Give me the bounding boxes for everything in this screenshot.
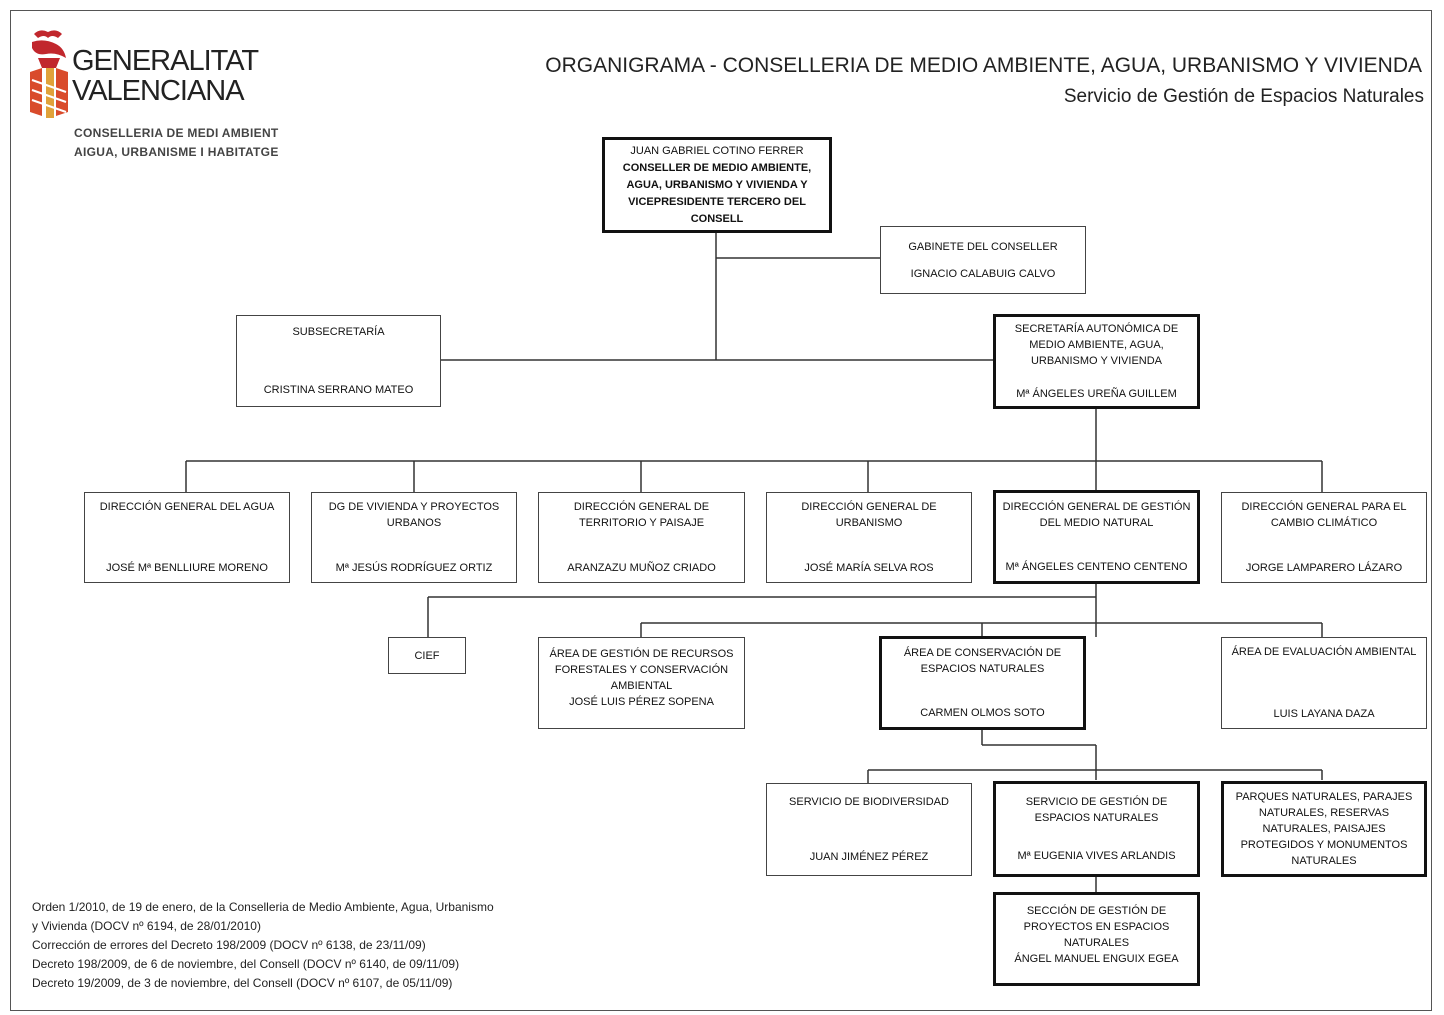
node-role: ÁREA DE GESTIÓN DE RECURSOS FORESTALES Y… [549,648,734,692]
node-role: PARQUES NATURALES, PARAJES NATURALES, RE… [1235,791,1413,867]
node-area-evaluacion: ÁREA DE EVALUACIÓN AMBIENTAL LUIS LAYANA… [1221,637,1427,729]
node-role: SERVICIO DE BIODIVERSIDAD [789,796,949,808]
node-role: CIEF [414,649,440,662]
node-servicio-espacios-naturales: SERVICIO DE GESTIÓN DE ESPACIOS NATURALE… [993,781,1200,877]
node-role: DIRECCIÓN GENERAL DE TERRITORIO Y PAISAJ… [573,501,710,529]
node-role: DG DE VIVIENDA Y PROYECTOS URBANOS [328,501,500,529]
node-dg-urbanismo: DIRECCIÓN GENERAL DE URBANISMO JOSÉ MARÍ… [766,492,972,583]
node-seccion-proyectos: SECCIÓN DE GESTIÓN DE PROYECTOS EN ESPAC… [993,892,1200,986]
node-name: Mª ÁNGELES CENTENO CENTENO [1005,561,1188,573]
node-dg-territorio: DIRECCIÓN GENERAL DE TERRITORIO Y PAISAJ… [538,492,745,583]
node-name: ÁNGEL MANUEL ENGUIX EGEA [1014,953,1179,965]
node-name: JORGE LAMPARERO LÁZARO [1245,562,1403,574]
node-role: ÁREA DE EVALUACIÓN AMBIENTAL [1231,646,1417,658]
node-name: JUAN JIMÉNEZ PÉREZ [809,851,929,863]
reference-line: Corrección de errores del Decreto 198/20… [32,938,426,952]
logo-wordmark: VALENCIANA [72,75,245,107]
node-role: GABINETE DEL CONSELLER [908,240,1058,253]
node-role: DIRECCIÓN GENERAL DE URBANISMO [801,501,937,529]
node-subsecretaria: SUBSECRETARÍA CRISTINA SERRANO MATEO [236,315,441,407]
node-name: ARANZAZU MUÑOZ CRIADO [567,562,716,574]
node-role: DIRECCIÓN GENERAL DE GESTIÓN DEL MEDIO N… [1002,501,1191,529]
node-role: DIRECCIÓN GENERAL PARA EL CAMBIO CLIMÁTI… [1241,501,1407,529]
generalitat-logo-icon [30,30,68,118]
node-servicio-biodiversidad: SERVICIO DE BIODIVERSIDAD JUAN JIMÉNEZ P… [766,783,972,876]
node-role: CONSELLER DE MEDIO AMBIENTE, AGUA, URBAN… [622,162,812,225]
node-name: CRISTINA SERRANO MATEO [263,384,414,396]
node-role: SUBSECRETARÍA [292,326,385,338]
reference-line: Decreto 19/2009, de 3 de noviembre, del … [32,976,453,990]
logo-department: AIGUA, URBANISME I HABITATGE [74,145,279,159]
node-name: JOSÉ Mª BENLLIURE MORENO [106,562,268,574]
reference-line: Decreto 198/2009, de 6 de noviembre, del… [32,957,460,971]
node-name: JOSÉ LUIS PÉREZ SOPENA [569,696,714,708]
node-name: JUAN GABRIEL COTINO FERRER [630,145,804,157]
node-role: SECCIÓN DE GESTIÓN DE PROYECTOS EN ESPAC… [1023,905,1170,949]
page-title: ORGANIGRAMA - CONSELLERIA DE MEDIO AMBIE… [545,54,1422,77]
node-dg-cambio-climatico: DIRECCIÓN GENERAL PARA EL CAMBIO CLIMÁTI… [1221,492,1427,583]
reference-line: y Vivienda (DOCV nº 6194, de 28/01/2010) [32,919,261,933]
node-name: Mª JESÚS RODRÍGUEZ ORTIZ [335,562,493,574]
node-area-conservacion: ÁREA DE CONSERVACIÓN DE ESPACIOS NATURAL… [879,636,1086,730]
node-gabinete: GABINETE DEL CONSELLER IGNACIO CALABUIG … [880,226,1086,294]
node-name: IGNACIO CALABUIG CALVO [910,267,1056,280]
node-role: SECRETARÍA AUTONÓMICA DE MEDIO AMBIENTE,… [1014,323,1179,367]
node-role: SERVICIO DE GESTIÓN DE ESPACIOS NATURALE… [1025,796,1168,824]
page-frame [10,10,1432,1011]
node-parques-naturales: PARQUES NATURALES, PARAJES NATURALES, RE… [1221,781,1427,877]
reference-line: Orden 1/2010, de 19 de enero, de la Cons… [32,900,494,914]
node-dg-agua: DIRECCIÓN GENERAL DEL AGUA JOSÉ Mª BENLL… [84,492,290,583]
node-name: CARMEN OLMOS SOTO [920,707,1045,719]
node-dg-medio-natural: DIRECCIÓN GENERAL DE GESTIÓN DEL MEDIO N… [993,490,1200,584]
node-role: ÁREA DE CONSERVACIÓN DE ESPACIOS NATURAL… [903,647,1062,675]
node-conseller: JUAN GABRIEL COTINO FERRER CONSELLER DE … [602,137,832,233]
node-dg-vivienda: DG DE VIVIENDA Y PROYECTOS URBANOS Mª JE… [311,492,517,583]
node-secretaria: SECRETARÍA AUTONÓMICA DE MEDIO AMBIENTE,… [993,314,1200,409]
logo-department: CONSELLERIA DE MEDI AMBIENT [74,126,279,140]
page-subtitle: Servicio de Gestión de Espacios Naturale… [1063,86,1424,107]
node-name: JOSÉ MARÍA SELVA ROS [804,562,934,574]
node-area-forestal: ÁREA DE GESTIÓN DE RECURSOS FORESTALES Y… [538,637,745,729]
legal-references: Orden 1/2010, de 19 de enero, de la Cons… [32,898,494,993]
logo-wordmark: GENERALITAT [72,45,259,77]
node-name: Mª ÁNGELES UREÑA GUILLEM [1016,388,1177,400]
node-name: LUIS LAYANA DAZA [1273,708,1375,720]
node-name: Mª EUGENIA VIVES ARLANDIS [1017,850,1176,862]
node-cief: CIEF [388,637,466,674]
node-role: DIRECCIÓN GENERAL DEL AGUA [99,501,275,513]
